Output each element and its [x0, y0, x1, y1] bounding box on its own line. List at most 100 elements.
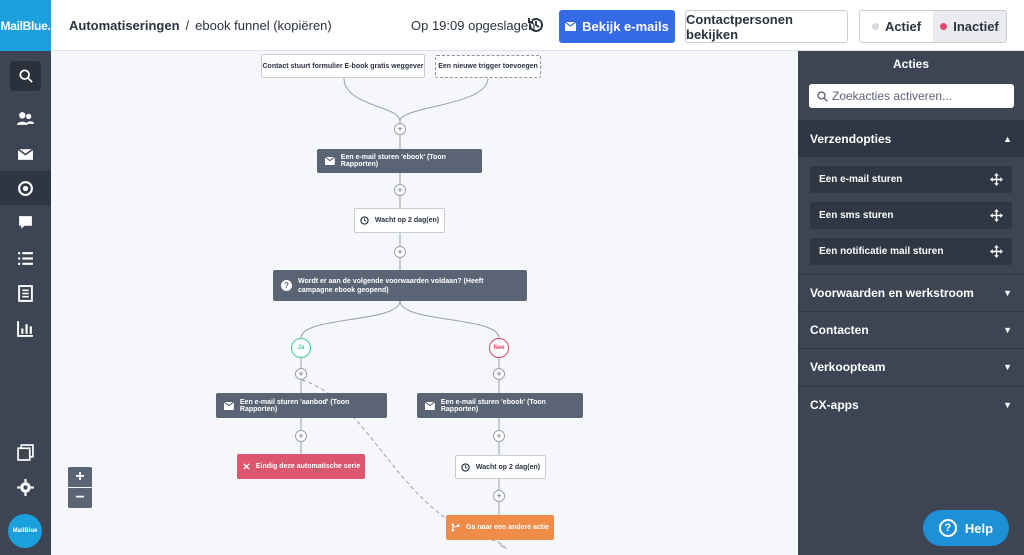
- action-search-input[interactable]: Zoekacties activeren...: [809, 84, 1014, 108]
- add-step-plus-icon[interactable]: +: [493, 430, 505, 442]
- help-label: Help: [964, 520, 994, 536]
- section-contacten[interactable]: Contacten ▼: [798, 311, 1024, 348]
- wait-node[interactable]: Wacht op 2 dag(en): [354, 208, 445, 233]
- chevron-down-icon: ▼: [1003, 362, 1012, 372]
- add-step-plus-icon[interactable]: +: [493, 490, 505, 502]
- trigger-node[interactable]: Contact stuurt formulier E-book gratis w…: [261, 54, 425, 78]
- account-avatar[interactable]: MailBlue: [8, 514, 42, 548]
- action-label: Een notificatie mail sturen: [819, 246, 944, 257]
- help-button[interactable]: ? Help: [923, 510, 1009, 546]
- clock-icon: [461, 462, 470, 472]
- add-step-plus-icon[interactable]: +: [493, 368, 505, 380]
- action-send-notification[interactable]: Een notificatie mail sturen: [810, 238, 1012, 265]
- chevron-up-icon: ▲: [1003, 134, 1012, 144]
- goto-action-node[interactable]: Ga naar een andere actie: [446, 515, 554, 540]
- section-cx-apps[interactable]: CX-apps ▼: [798, 386, 1024, 423]
- automation-canvas[interactable]: Contact stuurt formulier E-book gratis w…: [51, 51, 798, 555]
- section-label: Contacten: [810, 323, 869, 337]
- section-label: CX-apps: [810, 398, 859, 412]
- nav-automations[interactable]: [0, 171, 51, 205]
- send-email-offer-label: Een e-mail sturen 'aanbod' (Toon Rapport…: [239, 398, 350, 413]
- nav-pages[interactable]: [0, 435, 51, 469]
- left-navigation: MailBlue. MailBlue: [0, 0, 51, 555]
- add-step-plus-icon[interactable]: +: [295, 430, 307, 442]
- search-icon: [18, 69, 33, 83]
- actions-panel: Acties Zoekacties activeren... Verzendop…: [798, 51, 1024, 555]
- email-icon: [17, 148, 34, 160]
- end-series-node[interactable]: Eindig deze automatische serie: [237, 454, 365, 479]
- nav-lists[interactable]: [0, 241, 51, 275]
- add-step-plus-icon[interactable]: +: [394, 246, 406, 258]
- section-label: Voorwaarden en werkstroom: [810, 286, 974, 300]
- section-voorwaarden[interactable]: Voorwaarden en werkstroom ▼: [798, 274, 1024, 311]
- add-step-plus-icon[interactable]: +: [394, 123, 406, 135]
- wait-node-2[interactable]: Wacht op 2 dag(en): [455, 455, 546, 479]
- section-verkoopteam[interactable]: Verkoopteam ▼: [798, 348, 1024, 385]
- action-search-placeholder: Zoekacties activeren...: [832, 89, 953, 103]
- top-header: Automatiseringen/ebook funnel (kopiëren)…: [51, 0, 1024, 51]
- send-email-offer-node[interactable]: Een e-mail sturen 'aanbod' (Toon Rapport…: [216, 393, 387, 418]
- status-active-option[interactable]: Actief: [860, 11, 933, 42]
- action-send-sms[interactable]: Een sms sturen: [810, 202, 1012, 229]
- zoom-out-button[interactable]: −: [68, 488, 92, 508]
- chevron-down-icon: ▼: [1003, 325, 1012, 335]
- add-step-plus-icon[interactable]: +: [394, 184, 406, 196]
- email-icon: [565, 22, 577, 31]
- question-icon: ?: [281, 280, 292, 291]
- saved-status: Op 19:09 opgeslagen: [411, 18, 536, 33]
- status-active-label: Actief: [884, 19, 922, 34]
- branch-no: Nee: [489, 338, 509, 358]
- email-icon: [224, 401, 234, 410]
- move-icon: [990, 245, 1003, 258]
- nav-conversations[interactable]: [0, 205, 51, 239]
- condition-node[interactable]: ? Wordt er aan de volgende voorwaarden v…: [273, 270, 527, 301]
- chevron-down-icon: ▼: [1003, 288, 1012, 298]
- goto-action-label: Ga naar een andere actie: [466, 524, 549, 531]
- breadcrumb-current: ebook funnel (kopiëren): [195, 18, 332, 33]
- zoom-in-button[interactable]: +: [68, 467, 92, 487]
- nav-reports[interactable]: [0, 311, 51, 345]
- section-label: Verkoopteam: [810, 360, 886, 374]
- send-email-ebook-node-2[interactable]: Een e-mail sturen 'ebook' (Toon Rapporte…: [417, 393, 583, 418]
- search-icon: [817, 90, 828, 102]
- send-email-ebook-label: Een e-mail sturen 'ebook' (Toon Rapporte…: [340, 154, 446, 168]
- status-inactive-label: Inactief: [953, 19, 999, 34]
- section-verzendopties[interactable]: Verzendopties ▲: [798, 120, 1024, 157]
- move-icon: [990, 209, 1003, 222]
- nav-search-button[interactable]: [10, 61, 41, 91]
- view-emails-button[interactable]: Bekijk e-mails: [559, 10, 675, 43]
- history-icon[interactable]: [527, 16, 545, 34]
- send-email-ebook-label-2: Een e-mail sturen 'ebook' (Toon Rapporte…: [440, 398, 546, 413]
- condition-node-label: Wordt er aan de volgende voorwaarden vol…: [298, 277, 484, 294]
- reports-icon: [17, 320, 33, 337]
- move-icon: [990, 173, 1003, 186]
- view-contacts-button[interactable]: Contactpersonen bekijken: [685, 10, 848, 43]
- lists-icon: [18, 251, 33, 265]
- add-trigger-node[interactable]: Een nieuwe trigger toevoegen: [435, 55, 541, 78]
- action-label: Een e-mail sturen: [819, 174, 903, 185]
- question-icon: ?: [938, 519, 957, 537]
- add-step-plus-icon[interactable]: +: [295, 368, 307, 380]
- forms-icon: [18, 284, 33, 302]
- pages-icon: [17, 443, 34, 461]
- end-series-label: Eindig deze automatische serie: [255, 463, 361, 470]
- action-send-email[interactable]: Een e-mail sturen: [810, 166, 1012, 193]
- email-icon: [325, 157, 335, 165]
- nav-settings[interactable]: [0, 470, 51, 504]
- end-icon: [243, 463, 250, 470]
- settings-icon: [17, 478, 34, 496]
- contacts-icon: [17, 111, 34, 125]
- nav-email[interactable]: [0, 137, 51, 171]
- action-label: Een sms sturen: [819, 210, 894, 221]
- workflow-connectors: [300, 77, 507, 550]
- status-inactive-option[interactable]: Inactief: [933, 11, 1006, 42]
- status-toggle: Actief Inactief: [859, 10, 1007, 43]
- send-email-ebook-node[interactable]: Een e-mail sturen 'ebook' (Toon Rapporte…: [317, 149, 482, 173]
- nav-contacts[interactable]: [0, 101, 51, 135]
- chevron-down-icon: ▼: [1003, 400, 1012, 410]
- breadcrumb-root[interactable]: Automatiseringen: [69, 18, 180, 33]
- app-logo[interactable]: MailBlue.: [0, 0, 51, 51]
- wait-node-label: Wacht op 2 dag(en): [374, 217, 440, 224]
- nav-forms[interactable]: [0, 276, 51, 310]
- status-dot-icon: [871, 23, 879, 30]
